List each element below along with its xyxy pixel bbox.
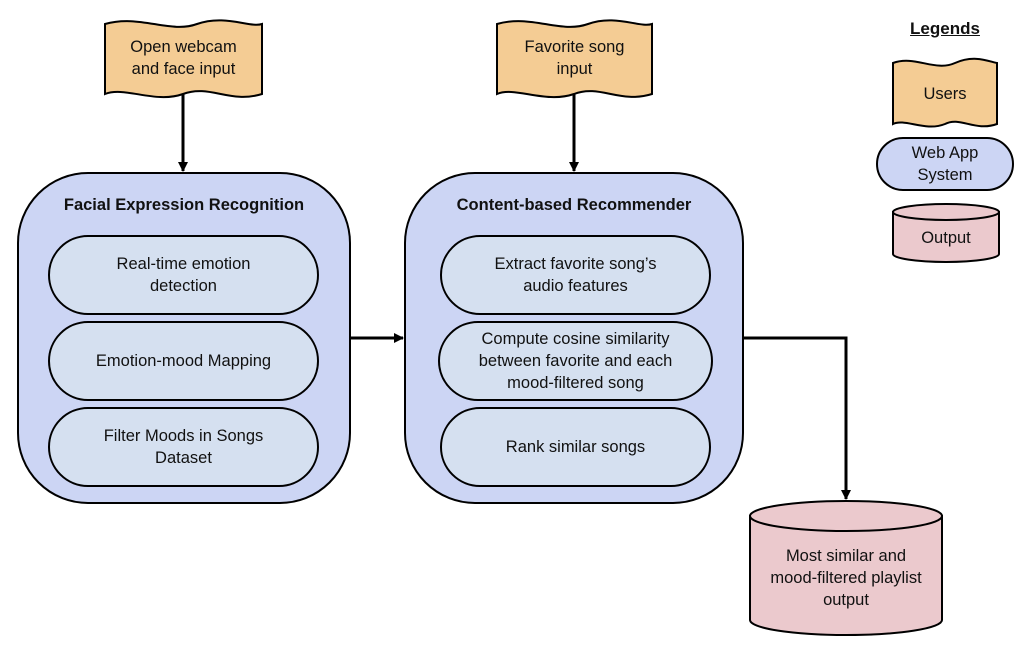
recommender-step-label: Compute cosine similarity between favori… — [478, 330, 673, 392]
legend-system-shape — [876, 137, 1014, 191]
recommender-step-pill — [438, 321, 713, 401]
output-cylinder — [749, 500, 943, 636]
fer-step-label: Emotion-mood Mapping — [95, 352, 272, 370]
legend-title: Legends — [910, 19, 980, 38]
favorite-song-input-label: Favorite song input — [524, 38, 625, 78]
webcam-input-shape — [104, 19, 263, 99]
fer-step-label: Real-time emotion detection — [116, 255, 251, 295]
fer-step-pill — [48, 321, 319, 401]
arrow-recommender-to-output — [743, 336, 851, 500]
legend-output-shape — [892, 203, 1000, 263]
recommender-step-label: Extract favorite song’s audio features — [494, 255, 657, 295]
legend-users-shape — [892, 57, 998, 128]
recommender-title: Content-based Recommender — [456, 196, 692, 214]
recommender-step-pill — [440, 407, 711, 487]
recommender-step-label: Rank similar songs — [505, 438, 646, 456]
legend-system-label: Web App System — [911, 144, 979, 184]
output-label: Most similar and mood-filtered playlist … — [770, 547, 922, 609]
legend-users-label: Users — [923, 85, 967, 103]
fer-step-pill — [48, 235, 319, 315]
recommender-step-pill — [440, 235, 711, 315]
webcam-input-label: Open webcam and face input — [130, 38, 237, 78]
legend-output-label: Output — [921, 229, 971, 247]
favorite-song-input-shape — [496, 19, 653, 99]
fer-step-label: Filter Moods in Songs Dataset — [103, 427, 264, 467]
fer-step-pill — [48, 407, 319, 487]
fer-title: Facial Expression Recognition — [63, 196, 305, 214]
